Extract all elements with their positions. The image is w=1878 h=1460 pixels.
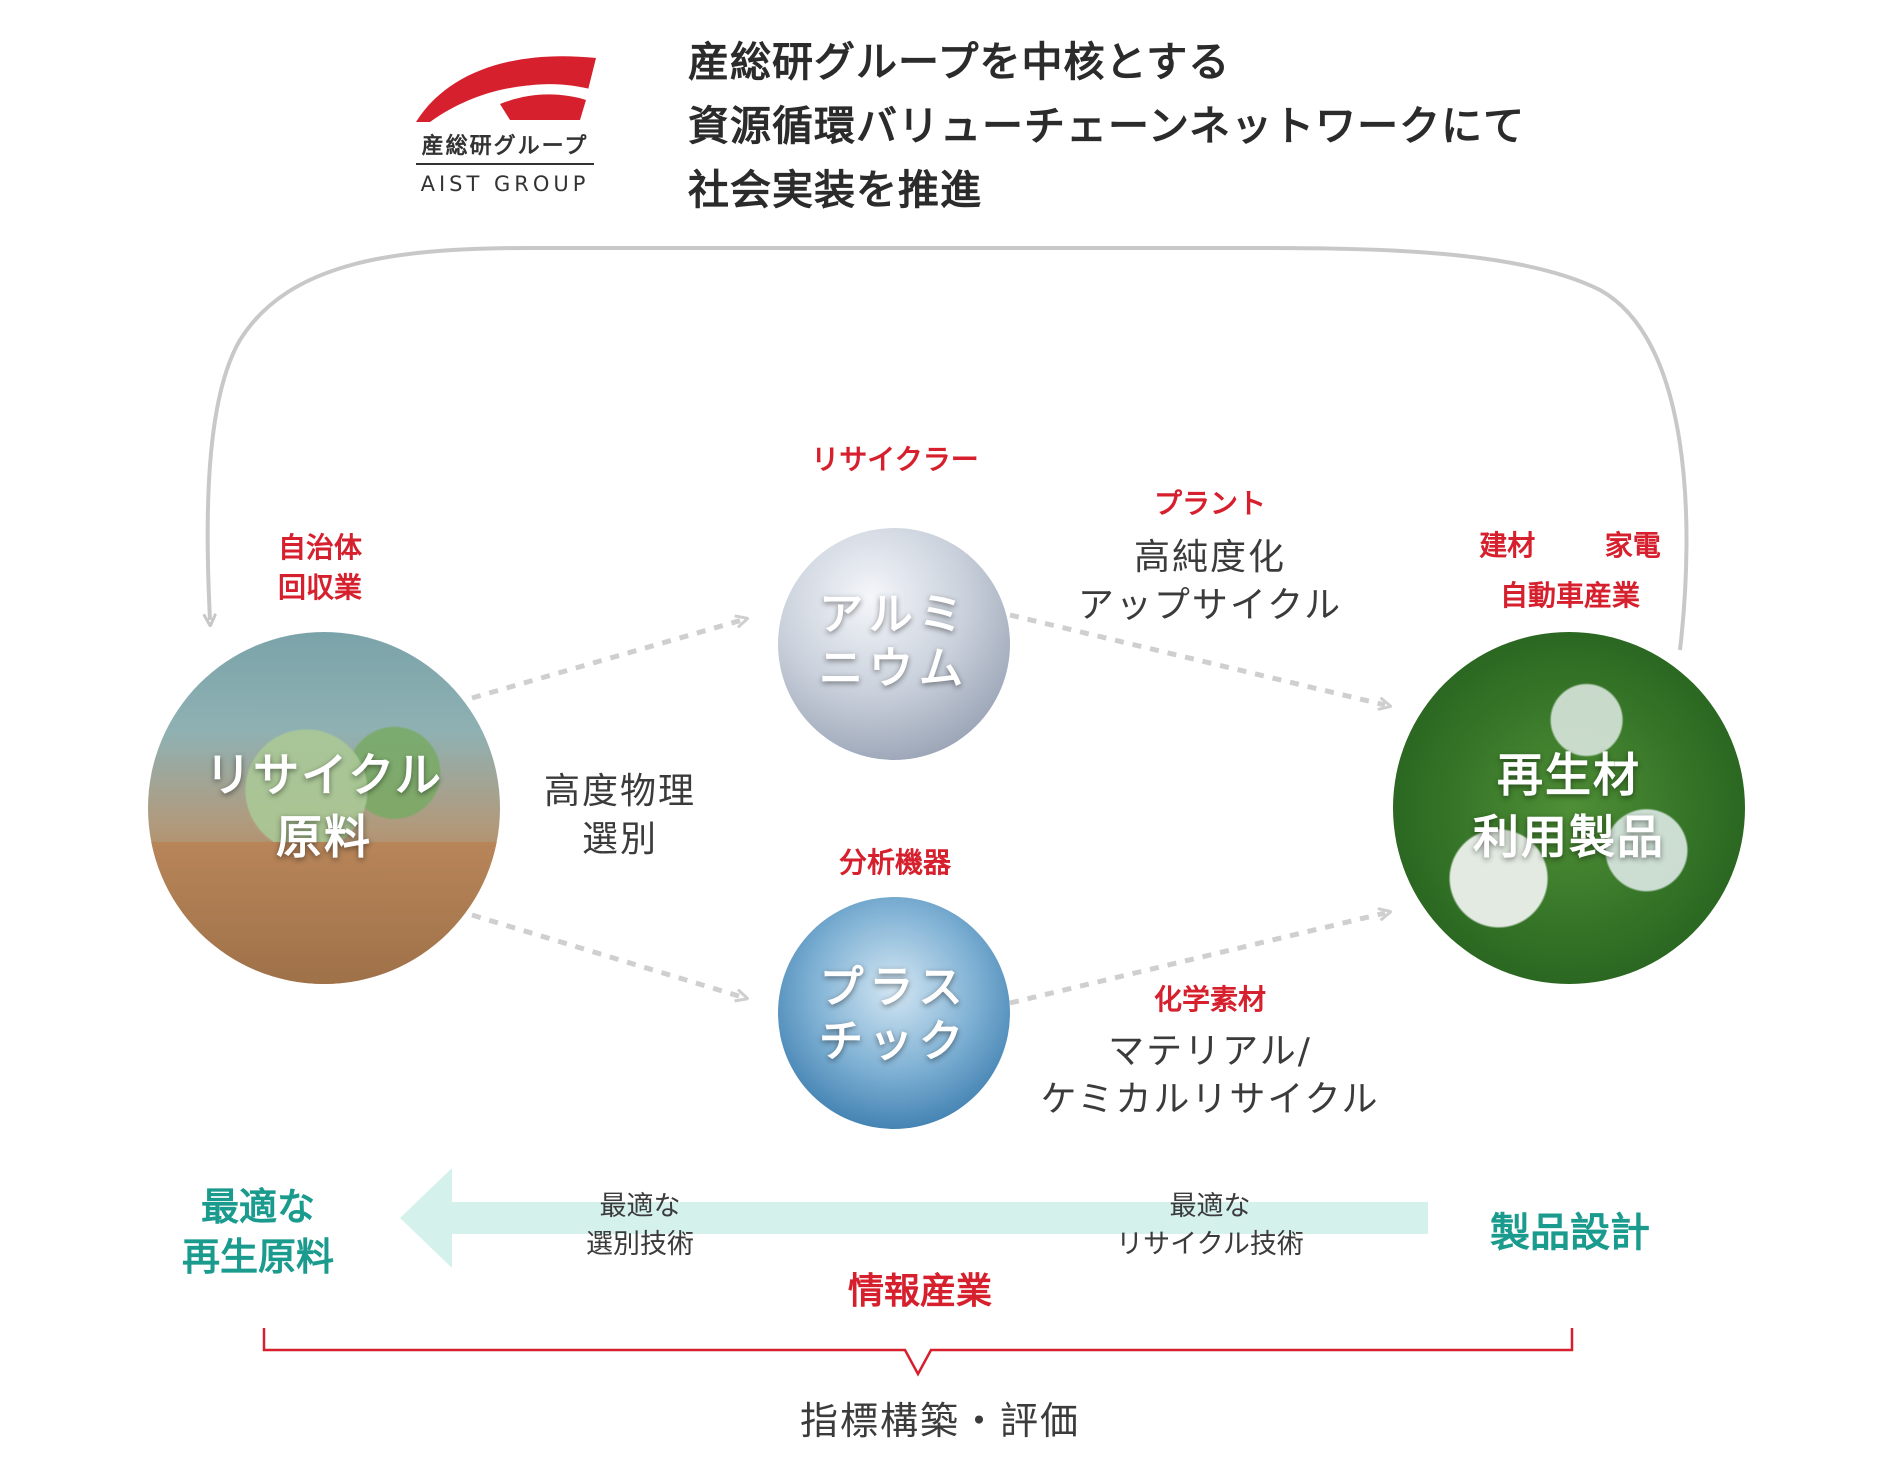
label-line: 選別技術 [586, 1229, 694, 1260]
aluminum-circle: アルミ ニウム [778, 528, 1010, 760]
headline-line-3: 社会実装を推進 [688, 166, 982, 214]
role-construction: 建材 [1479, 529, 1536, 562]
optimal-sorting-tech: 最適な 選別技術 [540, 1188, 740, 1264]
chemical-role: 化学素材 [1153, 983, 1266, 1016]
circle-title-line: プラス [819, 962, 969, 1013]
logo-mark-icon [416, 56, 596, 122]
role-line: 自治体 [277, 531, 362, 564]
plastic-circle: プラス チック [778, 897, 1010, 1129]
label-line: 最適な [1169, 1191, 1251, 1222]
cardboard-box-image [148, 842, 500, 984]
logo-divider [416, 163, 594, 165]
circle-title-line: 利用製品 [1473, 810, 1665, 864]
label-line: リサイクル技術 [1116, 1229, 1304, 1260]
circle-title-line: アルミ [819, 589, 969, 640]
circle-title-line: チック [819, 1016, 969, 1067]
logo-text-jp: 産総研グループ [421, 134, 589, 159]
sorting-label: 高度物理 選別 [520, 768, 720, 864]
logo-text-en: AIST GROUP [420, 172, 590, 196]
upcycle-label: 高純度化 アップサイクル [1060, 534, 1360, 630]
headline: 産総研グループを中核とする 資源循環バリューチェーンネットワークにて 社会実装を… [688, 30, 1688, 222]
label-line: マテリアル/ [1108, 1031, 1312, 1072]
optimal-recycled-raw-material: 最適な 再生原料 [148, 1182, 368, 1282]
circle-title-line: リサイクル [205, 748, 443, 802]
aluminum-role: リサイクラー [811, 443, 979, 476]
feedback-arrow-shaft [452, 1203, 1428, 1233]
metrics-evaluation: 指標構築・評価 [799, 1399, 1080, 1443]
product-design: 製品設計 [1490, 1210, 1650, 1256]
optimal-recycle-tech: 最適な リサイクル技術 [1080, 1188, 1340, 1264]
role-line: 回収業 [277, 571, 362, 604]
label-line: 高純度化 [1133, 537, 1286, 578]
plastic-role: 分析機器 [838, 846, 951, 879]
raw-to-aluminum-arrow [471, 620, 742, 701]
role-appliances: 家電 [1604, 529, 1661, 562]
headline-line-1: 産総研グループを中核とする [688, 38, 1231, 86]
label-line: 選別 [581, 819, 658, 860]
information-industry: 情報産業 [847, 1271, 992, 1312]
material-chemical-recycle-label: マテリアル/ ケミカルリサイクル [1020, 1028, 1400, 1124]
label-line: アップサイクル [1077, 585, 1343, 626]
label-line: 再生原料 [181, 1235, 334, 1279]
raw-material-role: 自治体 回収業 [230, 528, 410, 608]
cycle-loop-arrow [208, 246, 1689, 651]
label-line: ケミカルリサイクル [1040, 1079, 1380, 1120]
circle-title-line: 原料 [276, 810, 372, 864]
recycled-raw-material-circle: リサイクル 原料 [148, 632, 500, 984]
headline-line-2: 資源循環バリューチェーンネットワークにて [688, 102, 1526, 150]
product-role: 建材 家電 自動車産業 [1440, 526, 1700, 616]
circle-title-line: 再生材 [1497, 748, 1641, 802]
raw-to-plastic-arrow [471, 912, 742, 997]
aist-group-logo: 産総研グループ AIST GROUP [410, 48, 600, 198]
label-line: 最適な [599, 1191, 681, 1222]
circle-title-line: ニウム [819, 643, 969, 694]
role-line: 建材 家電 [1440, 526, 1700, 566]
plant-role: プラント [1153, 487, 1266, 520]
metrics-bracket [262, 1328, 1574, 1377]
role-line: 自動車産業 [1499, 579, 1640, 612]
label-line: 高度物理 [543, 771, 696, 812]
label-line: 最適な [200, 1185, 315, 1229]
recycled-product-circle: 再生材 利用製品 [1393, 632, 1745, 984]
